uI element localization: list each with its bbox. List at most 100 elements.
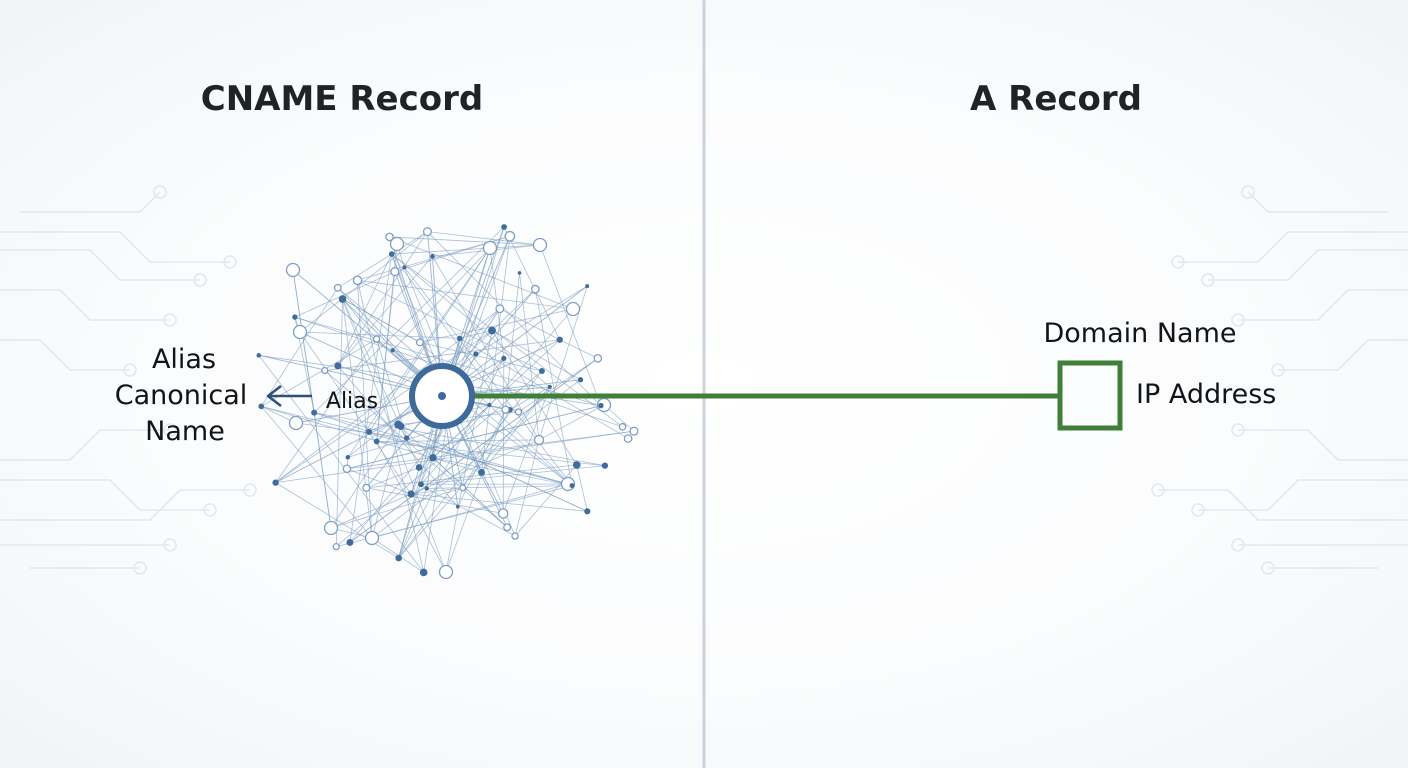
network-node [292,324,308,340]
circuit-trace [0,429,170,461]
network-edge [357,279,574,310]
network-edge [366,464,577,489]
network-edges [258,226,635,573]
network-edge [499,308,560,341]
network-edge [391,253,482,473]
network-node [501,224,507,230]
network-node [517,271,522,275]
network-node [397,422,405,430]
network-edge [518,358,599,413]
circuit-pad [1151,483,1165,497]
circuit-pad [1231,538,1245,552]
network-node [323,520,339,536]
network-node [342,464,352,474]
network-node [402,265,407,270]
network-node [488,326,496,335]
network-edge [445,409,506,573]
ip-address-box [1057,360,1123,431]
network-node [366,428,373,435]
network-node [577,377,584,383]
network-edge [337,256,433,367]
cname-title: CNAME Record [201,79,483,119]
network-node [598,402,604,409]
network-node [455,504,460,509]
network-edge [432,256,540,441]
network-edge [376,439,540,442]
network-node [388,251,395,257]
circuit-pad [163,538,177,552]
circuit-pad [1241,185,1255,199]
network-edge [481,386,551,473]
network-node [569,483,575,489]
network-node [572,461,581,469]
network-node [478,469,485,476]
circuit-trace [1238,289,1408,321]
circuit-pad [1171,255,1185,269]
network-edge [391,253,506,410]
network-edge [371,426,402,539]
network-edge [398,370,543,559]
network-edge [357,280,373,539]
network-edge [314,412,370,433]
circuit-decoration-right [1151,185,1408,575]
network-edge [337,231,428,367]
network-edge [335,299,343,547]
network-node [538,367,545,374]
circuit-pad [133,561,147,575]
ip-address-label: IP Address [1136,379,1276,410]
network-edge [366,467,420,489]
network-node [422,227,433,237]
network-edge [427,231,602,406]
network-edge [419,342,543,372]
network-node [292,314,298,320]
network-nodes [256,224,639,580]
network-node [456,335,463,342]
network-edge [299,231,428,333]
network-edge [398,488,428,559]
network-edge [376,271,396,442]
network-edge [313,412,332,529]
circuit-pad [153,185,167,199]
network-node [533,434,545,446]
network-edge [404,267,573,486]
domain-name-label: Domain Name [1043,318,1236,349]
network-edge [260,287,339,407]
network-node [482,240,498,256]
network-node [424,486,429,491]
circuit-pad [1191,503,1205,517]
circuit-pad [1231,423,1245,437]
alias-arrow [266,385,312,407]
network-node [390,348,395,353]
network-node [547,384,552,389]
network-edge [275,338,377,483]
network-node [258,403,265,410]
network-node [407,490,415,498]
circuit-trace [1178,231,1408,263]
network-node [504,230,516,242]
network-node [364,530,380,546]
network-node [389,236,405,252]
circuit-trace [0,339,130,371]
network-edge [491,330,581,381]
network-edge [481,236,511,473]
network-node [288,415,304,431]
circuit-pad [123,363,137,377]
circuit-decoration-left [0,185,257,575]
network-node [272,479,279,486]
network-edge [376,441,447,573]
network-edge [391,244,541,255]
network-edge [349,253,393,543]
network-node [585,284,590,289]
network-node [418,481,424,488]
network-node [530,284,540,294]
network-node [565,301,581,317]
network-edge [294,271,395,318]
network-edge [459,338,629,439]
network-node [556,336,563,343]
network-node [390,267,400,277]
circuit-trace [1247,191,1388,213]
canonical-line-1: Alias [152,344,216,375]
network-node [403,435,410,441]
network-edge [502,358,505,514]
